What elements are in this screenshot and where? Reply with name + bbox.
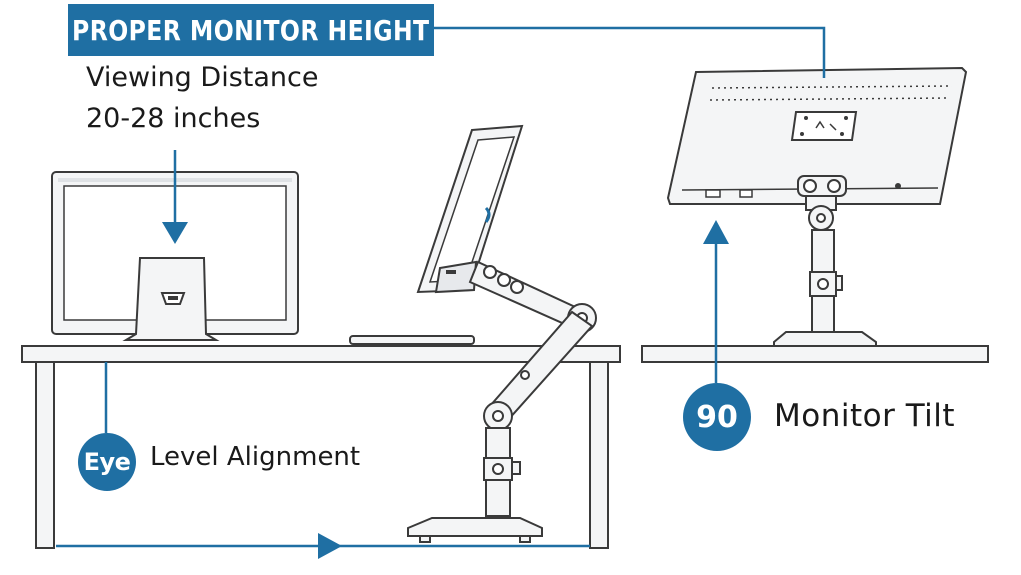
right-desk-top xyxy=(641,345,989,363)
monitor-arm-icon xyxy=(407,124,597,543)
tilt-label: Monitor Tilt xyxy=(774,398,956,434)
eye-badge: Eye xyxy=(78,433,136,491)
page-title: PROPER MONITOR HEIGHT xyxy=(72,13,430,47)
desk-top xyxy=(21,345,621,363)
title-banner: PROPER MONITOR HEIGHT xyxy=(68,4,434,56)
arrow-heads xyxy=(162,220,729,559)
tilt-arrowhead xyxy=(703,220,729,244)
keyboard-icon xyxy=(349,335,475,345)
tilt-badge: 90 xyxy=(683,383,751,451)
desk-leg-right xyxy=(589,361,609,549)
viewing-distance-label: Viewing Distance xyxy=(86,62,319,93)
monitor-stand-icon xyxy=(666,66,968,347)
viewing-distance-arrowhead xyxy=(162,222,188,244)
desk-leg-left xyxy=(35,361,55,549)
title-connector-line xyxy=(434,26,826,78)
left-desk xyxy=(21,345,621,549)
floor-arrowhead xyxy=(318,533,342,559)
viewing-distance-value: 20-28 inches xyxy=(86,103,261,134)
eye-level-label: Level Alignment xyxy=(150,442,361,472)
right-desk xyxy=(641,345,989,363)
